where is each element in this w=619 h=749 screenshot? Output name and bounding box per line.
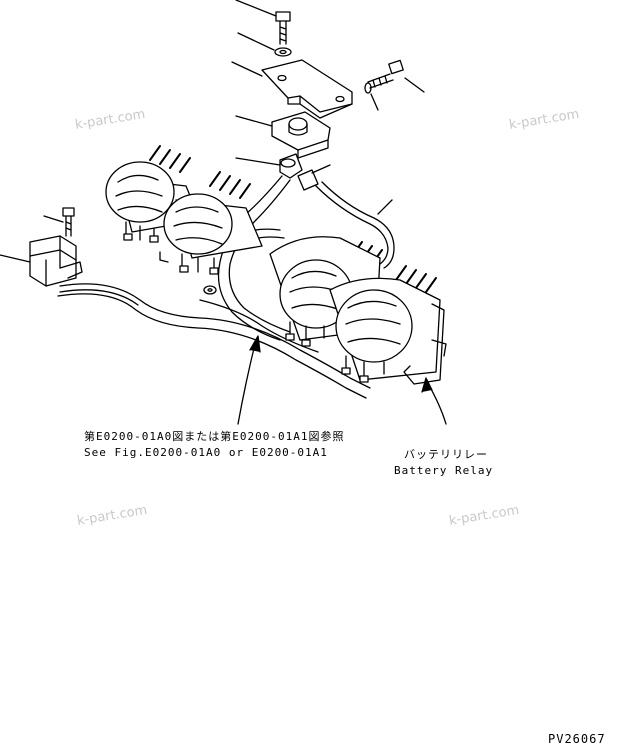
drawing-number: PV26067 — [548, 732, 606, 746]
see-figure-note-jp: 第E0200-01A0図または第E0200-01A1図参照 — [84, 430, 345, 443]
cable-relay-link — [315, 181, 395, 269]
cable-terminal-right — [297, 164, 331, 191]
harness-lower — [57, 283, 371, 399]
mounting-bolt-top — [235, 0, 291, 45]
battery-relay-lower-right — [329, 265, 447, 385]
mounting-bolt-left — [43, 207, 75, 237]
battery-relay-upper-right — [269, 236, 383, 347]
cable-terminal-left — [235, 153, 303, 179]
see-figure-note-en: See Fig.E0200-01A0 or E0200-01A1 — [84, 446, 328, 459]
battery-relay-label-jp: バッテリリレー — [404, 448, 488, 461]
side-bracket-left — [0, 235, 83, 287]
battery-relay-label-en: Battery Relay — [394, 464, 494, 477]
mounting-bolt-side — [364, 59, 425, 111]
battery-relay-leader-arrow — [421, 377, 447, 425]
junction-block — [235, 111, 331, 159]
relay-bracket — [231, 59, 353, 119]
battery-relay-lower-left — [159, 171, 263, 275]
washer-top — [237, 32, 292, 57]
see-figure-leader-arrow — [237, 335, 261, 425]
